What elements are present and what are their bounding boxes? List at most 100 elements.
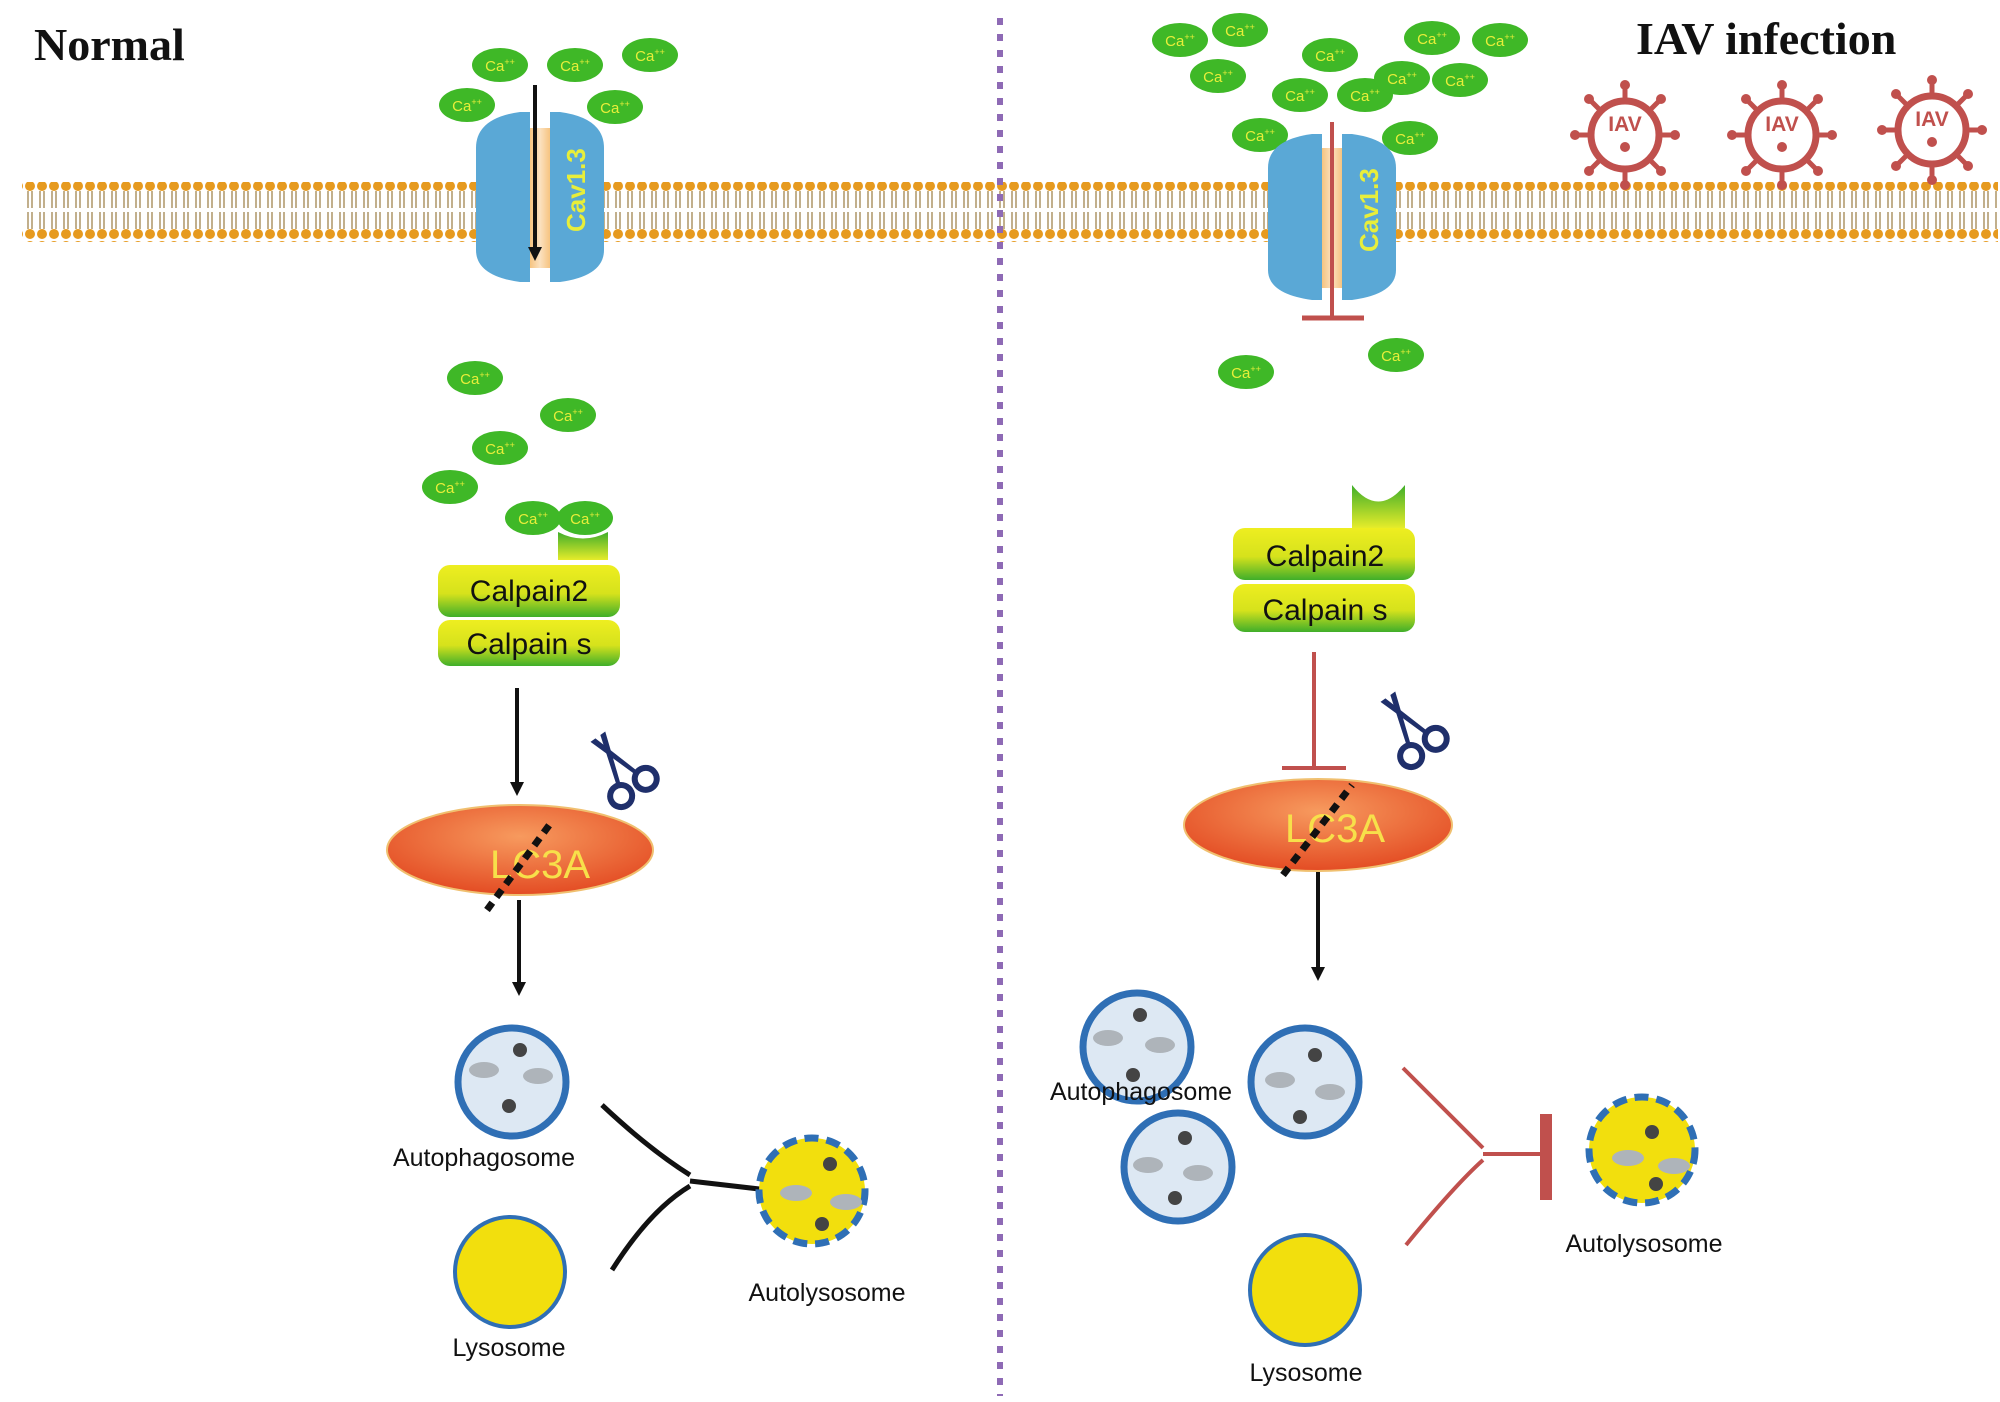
calpain-s-label: Calpain s — [1262, 594, 1387, 627]
ion-charge: ++ — [1304, 87, 1315, 97]
ca-ion: Ca++ — [1232, 118, 1288, 152]
calpain2-label: Calpain2 — [1266, 540, 1384, 573]
svg-text:Ca++: Ca++ — [1485, 32, 1515, 50]
svg-text:Ca++: Ca++ — [485, 57, 515, 75]
calpain-s-label: Calpain s — [466, 628, 591, 661]
ca-ions-intracellular-infection: Ca++ Ca++ — [1218, 338, 1424, 389]
cleavage-line — [484, 817, 556, 913]
lc3a-protein-infection: LC3A — [1183, 778, 1453, 878]
calpain-complex-normal: Ca++ Ca++ Calpain2 Calpain s — [438, 501, 620, 666]
ca-ion: Ca++ — [439, 88, 495, 122]
ca-ion-bound: Ca++ — [557, 501, 613, 535]
cell-membrane — [22, 182, 1998, 242]
svg-text:Ca++: Ca++ — [518, 510, 548, 528]
lysosome-label-infection: Lysosome — [1249, 1359, 1362, 1387]
ion-charge: ++ — [1464, 72, 1475, 82]
ion-charge: ++ — [1369, 87, 1380, 97]
iav-virus-3: IAV — [1877, 75, 1987, 185]
ca-ion: Ca++ — [1190, 59, 1246, 93]
ion-charge: ++ — [619, 99, 630, 109]
svg-text:Ca++: Ca++ — [1381, 347, 1411, 365]
ion-charge: ++ — [1400, 347, 1411, 357]
svg-text:Ca++: Ca++ — [600, 99, 630, 117]
autophagosome-normal — [454, 1024, 570, 1140]
ion-charge: ++ — [654, 47, 665, 57]
calpain-inhibition-infection — [1282, 652, 1346, 770]
svg-text:Ca++: Ca++ — [553, 407, 583, 425]
influx-inhibition-infection — [1302, 122, 1364, 321]
iav-virus-1: IAV — [1570, 80, 1680, 190]
lc3a-protein-normal: LC3A — [386, 804, 654, 913]
svg-text:Ca++: Ca++ — [1225, 22, 1255, 40]
svg-text:Ca++: Ca++ — [635, 47, 665, 65]
scissors-icon — [1380, 691, 1450, 771]
iav-virus-2: IAV — [1727, 80, 1837, 190]
ion-charge: ++ — [504, 440, 515, 450]
autophagosome-infection-1 — [1079, 989, 1195, 1105]
svg-text:Ca++: Ca++ — [1245, 127, 1275, 145]
ca-ion: Ca++ — [1472, 23, 1528, 57]
ion-charge: ++ — [579, 57, 590, 67]
lysosome-infection — [1248, 1233, 1362, 1347]
svg-text:Ca++: Ca++ — [1315, 47, 1345, 65]
svg-text:Ca++: Ca++ — [1350, 87, 1380, 105]
ion-charge: ++ — [504, 57, 515, 67]
ca-ion: Ca++ — [472, 431, 528, 465]
svg-text:Ca++: Ca++ — [452, 97, 482, 115]
ion-charge: ++ — [1264, 127, 1275, 137]
ion-charge: ++ — [1250, 364, 1261, 374]
ion-charge: ++ — [537, 510, 548, 520]
ca-ion-bound: Ca++ — [505, 501, 561, 535]
ca-ion: Ca++ — [1432, 63, 1488, 97]
fusion-inhibition-infection — [1401, 1066, 1552, 1247]
infection-panel-title: IAV infection — [1636, 13, 1896, 64]
svg-text:Ca++: Ca++ — [485, 440, 515, 458]
ca-ion: Ca++ — [622, 38, 678, 72]
autolysosome-normal — [755, 1134, 869, 1248]
ion-charge: ++ — [471, 97, 482, 107]
svg-text:Ca++: Ca++ — [1387, 70, 1417, 88]
ca-ion: Ca++ — [422, 470, 478, 504]
svg-text:Ca++: Ca++ — [570, 510, 600, 528]
ca-ion: Ca++ — [1302, 38, 1358, 72]
iav-label: IAV — [1765, 113, 1798, 136]
ca-ion: Ca++ — [1152, 23, 1208, 57]
svg-text:Ca++: Ca++ — [1165, 32, 1195, 50]
ca-ion: Ca++ — [1368, 338, 1424, 372]
ion-charge: ++ — [1334, 47, 1345, 57]
autophagosome-infection-2 — [1247, 1024, 1363, 1140]
cav13-channel-normal: Cav1.3 — [476, 112, 604, 282]
lc3a-label: LC3A — [1285, 807, 1385, 851]
ca-ion: Ca++ — [1374, 61, 1430, 95]
cav13-channel-infection: Cav1.3 — [1268, 134, 1396, 300]
svg-text:Ca++: Ca++ — [560, 57, 590, 75]
calpain2-subunit — [438, 565, 620, 617]
ca-ion: Ca++ — [1212, 13, 1268, 47]
svg-text:Ca++: Ca++ — [1203, 68, 1233, 86]
scissors-icon — [590, 731, 660, 811]
lysosome-label-normal: Lysosome — [452, 1334, 565, 1362]
autophagosome-infection-3 — [1120, 1109, 1236, 1225]
svg-text:Ca++: Ca++ — [435, 479, 465, 497]
ca-ion: Ca++ — [1218, 355, 1274, 389]
ca-ion: Ca++ — [1404, 21, 1460, 55]
ion-charge: ++ — [1222, 68, 1233, 78]
calpain2-label: Calpain2 — [470, 575, 588, 608]
autophagosome-label-infection: Autophagosome — [1050, 1078, 1232, 1106]
calpain2-subunit — [1233, 528, 1415, 580]
ion-charge: ++ — [1406, 70, 1417, 80]
ion-charge: ++ — [454, 479, 465, 489]
ca-ion: Ca++ — [547, 48, 603, 82]
autolysosome-label-normal: Autolysosome — [748, 1279, 905, 1307]
channel-label: Cav1.3 — [1354, 168, 1384, 252]
iav-label: IAV — [1915, 108, 1948, 131]
ion-charge: ++ — [1436, 30, 1447, 40]
channel-label: Cav1.3 — [561, 148, 591, 232]
ca-ions-extracellular-infection: Ca++ Ca++ Ca++ Ca++ Ca++ Ca++ Ca++ Ca++ … — [1152, 13, 1528, 155]
normal-panel-title: Normal — [34, 19, 185, 70]
calpain-s-subunit — [1233, 584, 1415, 632]
svg-text:Ca++: Ca++ — [1417, 30, 1447, 48]
ca-ions-extracellular-normal: Ca++ Ca++ Ca++ Ca++ Ca++ — [439, 38, 678, 124]
fusion-arrow-normal — [600, 1103, 774, 1272]
ca-ions-intracellular-normal: Ca++ Ca++ Ca++ Ca++ — [422, 361, 596, 504]
